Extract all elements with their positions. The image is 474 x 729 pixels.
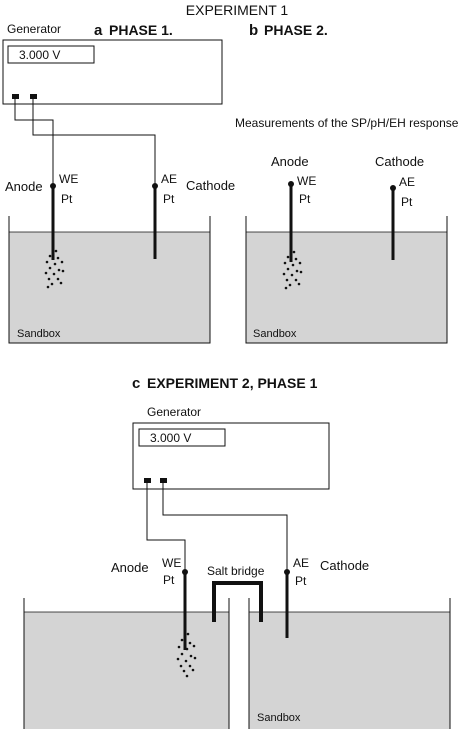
panel-b-sandbox	[246, 232, 447, 343]
panel-c-pt-right: Pt	[295, 574, 307, 588]
panel-a-sandbox-label: Sandbox	[17, 328, 61, 340]
panel-c-voltage-readout: 3.000 V	[150, 431, 191, 445]
panel-a-voltage-display	[7, 45, 95, 64]
panel-b-measurement-note: Measurements of the SP/pH/EH response	[235, 116, 459, 130]
panel-c-anode-label: Anode	[111, 560, 149, 575]
panel-b-sandbox-walls	[245, 216, 448, 344]
panel-a-cathode-label: Cathode	[186, 178, 235, 193]
panel-b-sandbox-label: Sandbox	[253, 328, 297, 340]
panel-b-letter: b	[249, 22, 258, 39]
panel-c-right-sandbox	[249, 612, 450, 729]
panel-c-wire-anode	[146, 483, 186, 572]
panel-a-contaminant-dots	[44, 249, 65, 289]
panel-a-we-junction	[50, 183, 56, 189]
panel-b-cathode-label: Cathode	[375, 154, 424, 169]
panel-c-wire-cathode	[162, 483, 288, 572]
panel-c-left-sandbox-walls	[23, 598, 230, 729]
panel-a-letter: a	[94, 22, 103, 39]
panel-a: a PHASE 1. Generator 3.000 V Anode WE Pt…	[2, 22, 235, 344]
panel-b-contaminant-dots	[282, 250, 303, 290]
panel-a-pt-left: Pt	[61, 192, 73, 206]
panel-c-terminal-left	[144, 478, 151, 483]
panel-c-left-sandbox	[24, 612, 229, 729]
panel-c-sandbox-label: Sandbox	[257, 712, 301, 724]
panel-a-ae-label: AE	[161, 172, 177, 186]
panel-c-salt-bridge-label: Salt bridge	[207, 564, 265, 578]
figure-title: EXPERIMENT 1	[186, 2, 289, 18]
panel-c-cathode-label: Cathode	[320, 558, 369, 573]
panel-b-ae-junction	[390, 185, 396, 191]
panel-c-heading: EXPERIMENT 2, PHASE 1	[147, 375, 318, 391]
panel-a-terminal-left	[12, 94, 19, 99]
panel-a-ae-junction	[152, 183, 158, 189]
panel-c-voltage-display	[138, 428, 226, 447]
panel-c-ae-label: AE	[293, 556, 309, 570]
panel-b-anode-label: Anode	[271, 154, 309, 169]
panel-a-voltage-readout: 3.000 V	[19, 48, 60, 62]
panel-c: c EXPERIMENT 2, PHASE 1 Generator 3.000 …	[23, 375, 451, 729]
panel-a-heading: PHASE 1.	[109, 22, 173, 38]
panel-c-letter: c	[132, 375, 140, 392]
panel-c-contaminant-dots	[176, 632, 197, 678]
panel-c-we-junction	[182, 569, 188, 575]
panel-b-we-junction	[288, 181, 294, 187]
panel-b-ae-label: AE	[399, 175, 415, 189]
panel-a-we-label: WE	[59, 172, 78, 186]
panel-a-terminal-right	[30, 94, 37, 99]
panel-a-generator-label: Generator	[7, 22, 61, 36]
panel-c-salt-bridge	[212, 581, 263, 622]
panel-c-pt-left: Pt	[163, 573, 175, 587]
panel-a-anode-label: Anode	[5, 179, 43, 194]
panel-a-pt-right: Pt	[163, 192, 175, 206]
panel-c-ae-junction	[284, 569, 290, 575]
panel-c-we-label: WE	[162, 556, 181, 570]
panel-a-wire-anode	[14, 99, 54, 186]
panel-c-generator-label: Generator	[147, 405, 201, 419]
panel-c-terminal-right	[160, 478, 167, 483]
panel-a-sandbox-walls	[8, 216, 211, 344]
panel-b-heading: PHASE 2.	[264, 22, 328, 38]
panel-b: b PHASE 2. Measurements of the SP/pH/EH …	[235, 22, 459, 344]
panel-b-we-label: WE	[297, 174, 316, 188]
panel-b-pt-right: Pt	[401, 195, 413, 209]
panel-a-wire-cathode	[32, 99, 156, 186]
panel-b-pt-left: Pt	[299, 192, 311, 206]
panel-c-right-sandbox-walls	[248, 598, 451, 729]
panel-a-sandbox	[9, 232, 210, 343]
